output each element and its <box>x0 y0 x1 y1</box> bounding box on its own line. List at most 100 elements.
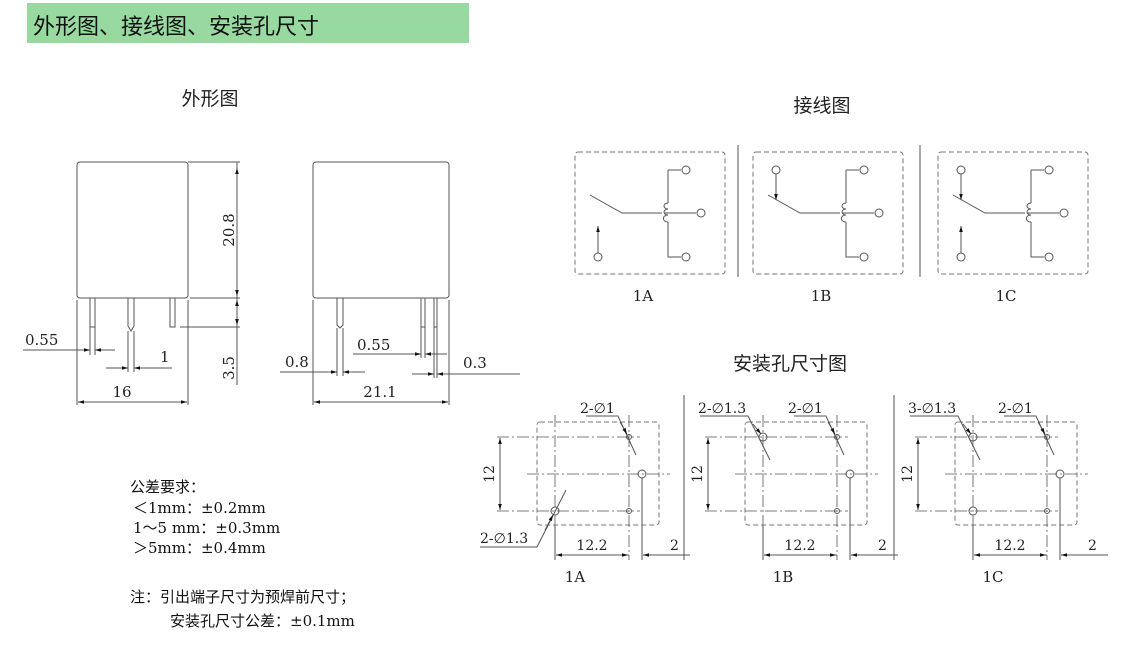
coil-icon <box>840 202 847 223</box>
terminal-icon <box>874 208 884 218</box>
wiring-label: 1B <box>811 287 832 305</box>
thin-pin-dimension: 0.3 <box>463 354 487 372</box>
outline-title: 外形图 <box>181 88 238 110</box>
hole-small <box>1044 508 1050 514</box>
hole-panel: 2-∅1 2-∅1.3 12 12.2 2 1A <box>480 401 690 586</box>
pin-position-dimension: 0.8 <box>285 353 309 371</box>
wiring-panel: 1B <box>752 151 904 305</box>
leader-arrow <box>962 423 972 435</box>
vertical-dimension-label: 12 <box>900 465 916 483</box>
hole-callout: 2-∅1 <box>580 401 615 417</box>
terminal-icon <box>681 252 691 262</box>
leader-arrow <box>752 423 762 435</box>
hole-large <box>845 469 855 479</box>
side-pin-width-dimension: 0.55 <box>357 336 390 354</box>
hole-panel-label: 1C <box>982 568 1003 586</box>
terminal-icon <box>1044 252 1054 262</box>
hole-panel: 2-∅1 2-∅1.3 12 12.2 2 1B <box>690 401 898 586</box>
hole-large <box>968 506 978 516</box>
leader-arrow <box>827 421 836 435</box>
leader-line <box>794 415 845 456</box>
relay-boundary <box>574 151 726 275</box>
hole-panel: 2-∅1 3-∅1.3 12 12.2 2 1C <box>900 401 1108 586</box>
note-line: 注：引出端子尺寸为预焊前尺寸； <box>130 588 356 606</box>
side-view: 0.8 0.55 0.3 21.1 <box>280 161 520 405</box>
leader-arrow <box>544 514 554 531</box>
relay-boundary <box>937 151 1089 275</box>
leader-line <box>480 489 567 548</box>
terminal-icon <box>859 165 869 175</box>
hole-small <box>834 508 840 514</box>
section-header: 外形图、接线图、安装孔尺寸 <box>27 3 469 43</box>
wiring-panel: 1C <box>937 151 1089 305</box>
footprint-outline <box>954 421 1078 526</box>
terminal-icon <box>859 252 869 262</box>
wiring-label: 1C <box>995 287 1016 305</box>
hole-small <box>626 508 632 514</box>
offset-dimension-label: 2 <box>878 538 887 554</box>
terminal-icon <box>696 208 706 218</box>
footprint-outline <box>744 421 868 526</box>
offset-dimension-label: 2 <box>670 538 679 554</box>
terminal-icon <box>956 165 966 175</box>
terminal-icon <box>681 165 691 175</box>
terminal-icon <box>1059 208 1069 218</box>
front-view: 20.8 3.5 0.55 1 16 <box>23 161 240 405</box>
vertical-dimension-label: 12 <box>690 465 706 483</box>
wiring-label: 1A <box>633 287 654 305</box>
contact-blade <box>767 194 840 214</box>
coil-icon <box>662 202 669 223</box>
leader-line <box>1004 415 1055 456</box>
horizontal-dimension-label: 12.2 <box>576 538 607 554</box>
leader-line <box>586 415 637 456</box>
hole-callout: 2-∅1 <box>998 401 1033 417</box>
hole-callout: 2-∅1.3 <box>698 401 746 417</box>
terminal-icon <box>1044 165 1054 175</box>
horizontal-dimension-label: 12.2 <box>784 538 815 554</box>
terminal-icon <box>956 252 966 262</box>
hole-callout: 2-∅1 <box>788 401 823 417</box>
tolerance-line: 1～5 mm：±0.3mm <box>133 519 281 537</box>
extension-line <box>554 478 643 560</box>
terminal-icon <box>771 165 781 175</box>
coil-lead <box>664 169 696 258</box>
length-dimension: 21.1 <box>363 383 396 401</box>
leader-line <box>910 415 981 461</box>
height-dimension: 20.8 <box>220 213 238 246</box>
hole-large <box>550 506 560 516</box>
contact-blade <box>589 194 662 214</box>
relay-boundary <box>752 151 904 275</box>
hole-large <box>1055 469 1065 479</box>
note-line: 安装孔尺寸公差：±0.1mm <box>170 612 355 630</box>
center-line <box>915 415 1088 560</box>
extension-line <box>762 478 851 560</box>
hole-panel-label: 1B <box>773 568 794 586</box>
extension-line <box>972 478 1061 560</box>
pin-width-dimension: 0.55 <box>25 331 58 349</box>
horizontal-dimension-label: 12.2 <box>994 538 1025 554</box>
coil-lead <box>842 169 874 258</box>
center-line <box>497 415 670 560</box>
leader-arrow <box>619 421 628 435</box>
hole-panel-label: 1A <box>565 568 586 586</box>
pin-length-dimension: 3.5 <box>220 356 238 380</box>
offset-dimension-label: 2 <box>1088 538 1097 554</box>
hole-large <box>637 469 647 479</box>
pin-gap-dimension: 1 <box>160 348 170 366</box>
wiring-panel: 1A <box>574 151 726 305</box>
leader-arrow <box>1037 421 1046 435</box>
tolerance-line: ＞5mm：±0.4mm <box>133 539 266 557</box>
terminal-icon <box>593 252 603 262</box>
holes-title: 安装孔尺寸图 <box>733 353 847 375</box>
footprint-outline <box>536 421 660 526</box>
tolerance-line: ＜1mm：±0.2mm <box>133 499 266 517</box>
hole-callout: 3-∅1.3 <box>908 401 956 417</box>
wiring-title: 接线图 <box>793 95 850 117</box>
hole-callout: 2-∅1.3 <box>480 531 528 547</box>
section-title: 外形图、接线图、安装孔尺寸 <box>33 15 320 40</box>
leader-line <box>700 415 771 461</box>
vertical-dimension-label: 12 <box>482 465 498 483</box>
center-line <box>705 415 878 560</box>
width-dimension: 16 <box>112 383 131 401</box>
